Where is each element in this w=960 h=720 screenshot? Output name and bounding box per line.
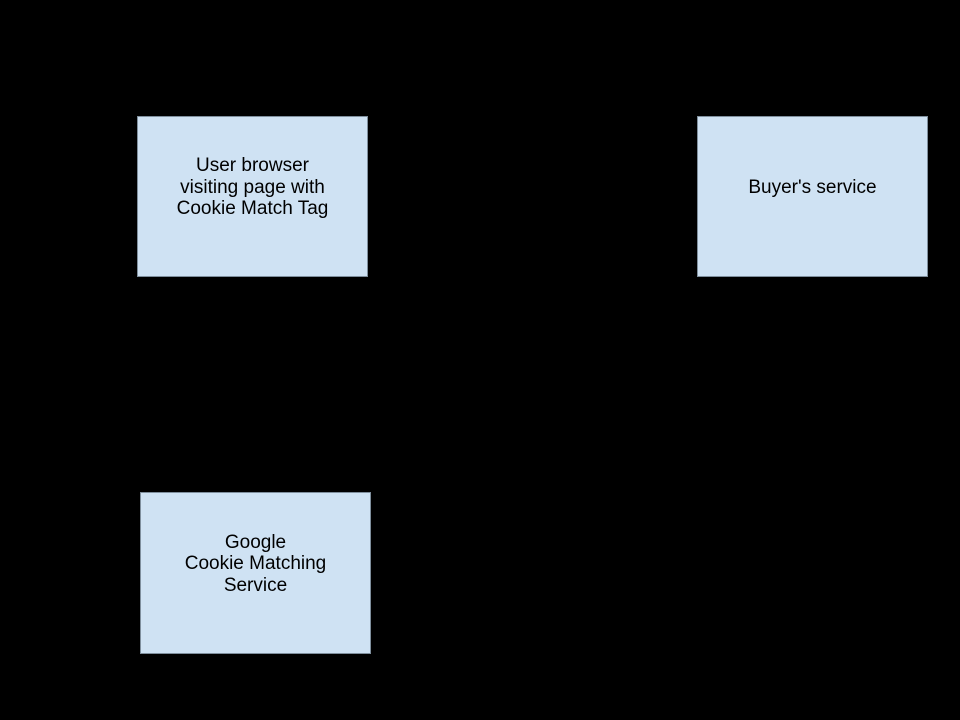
node-user-browser-label: User browser visiting page with Cookie M…	[177, 155, 329, 220]
node-user-browser-label-line-1: User browser	[196, 155, 309, 177]
node-user-browser-label-line-3: Cookie Match Tag	[176, 198, 329, 220]
node-google-cookie-matching-service: Google Cookie Matching Service	[140, 492, 371, 654]
node-user-browser: User browser visiting page with Cookie M…	[137, 116, 368, 277]
node-google-cookie-matching-service-label: Google Cookie Matching Service	[185, 532, 327, 597]
node-user-browser-label-line-2: visiting page with	[180, 176, 325, 198]
node-buyers-service-label: Buyer's service	[748, 177, 876, 199]
node-buyers-service: Buyer's service	[697, 116, 928, 277]
node-google-cms-label-line-3: Service	[223, 574, 288, 596]
node-google-cms-label-line-2: Cookie Matching	[184, 553, 327, 575]
node-buyers-service-label-line-1: Buyer's service	[748, 176, 877, 198]
node-google-cms-label-line-1: Google	[224, 531, 287, 553]
